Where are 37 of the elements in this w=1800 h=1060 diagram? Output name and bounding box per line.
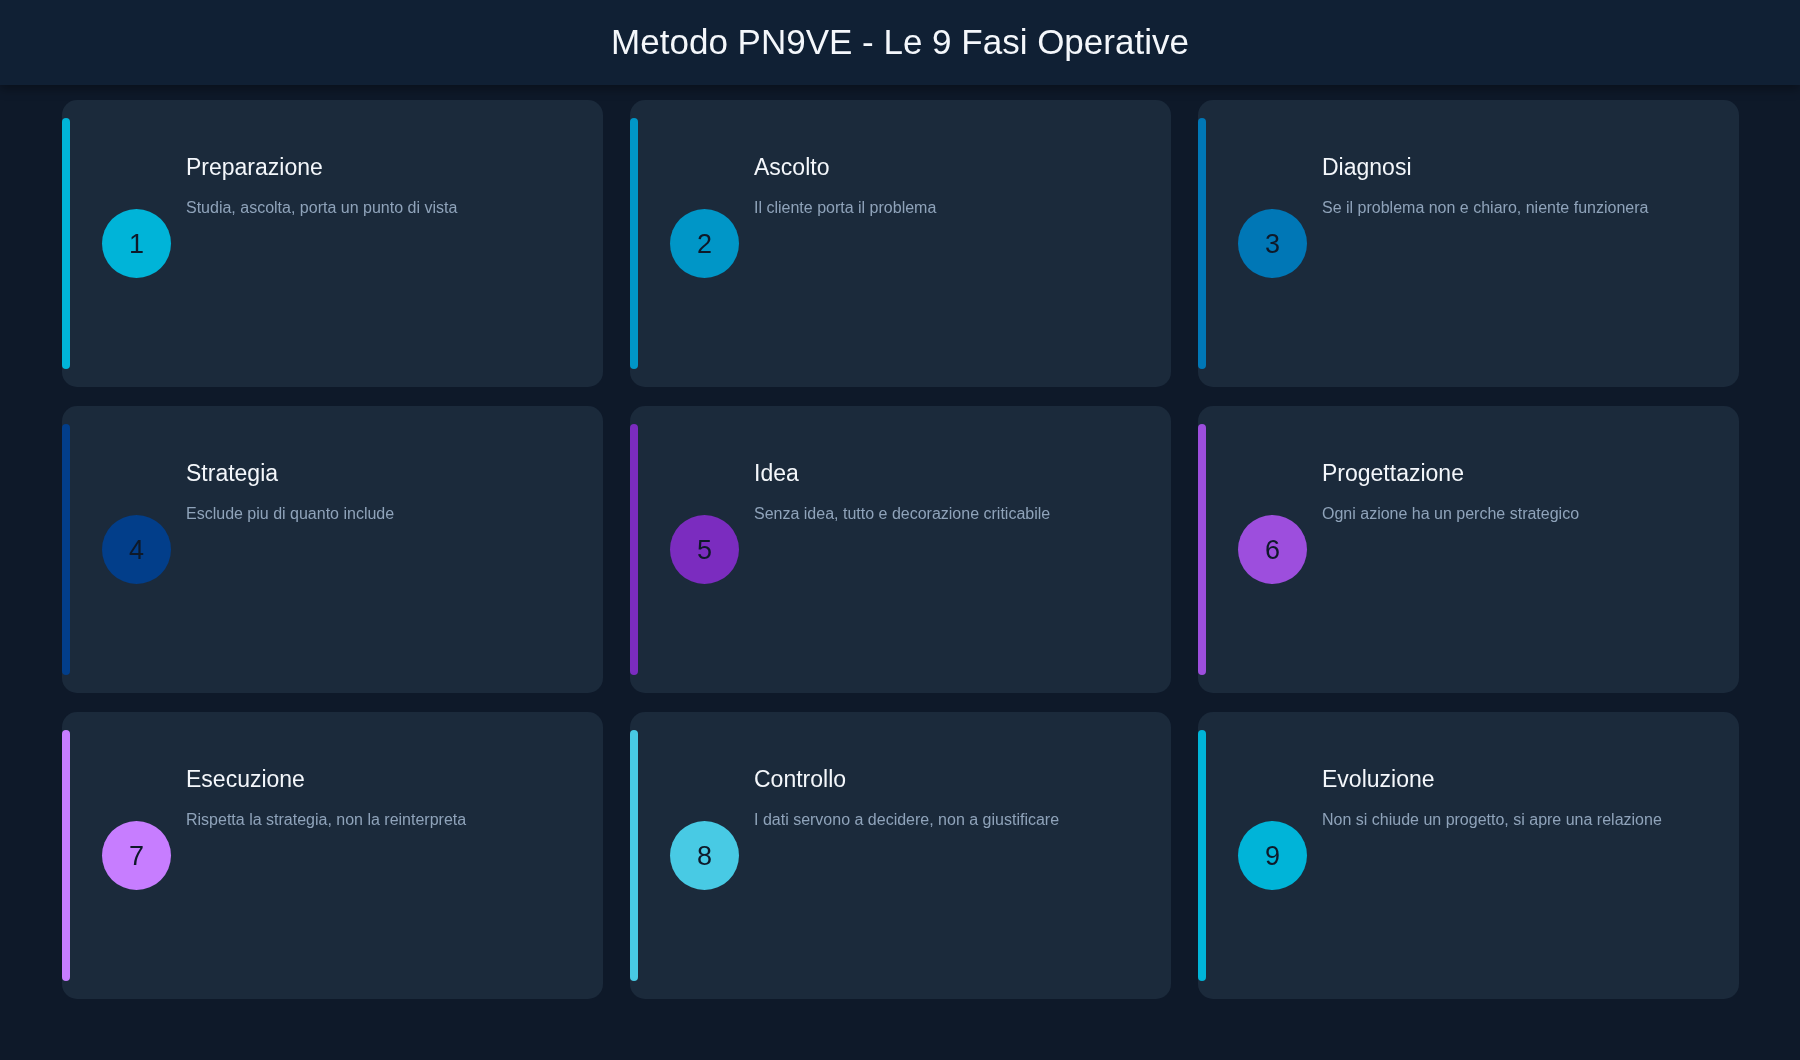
step-number: 4: [102, 515, 171, 584]
step-title: Preparazione: [186, 153, 323, 181]
step-card: [630, 406, 1171, 693]
step-title: Evoluzione: [1322, 765, 1435, 793]
step-number: 3: [1238, 209, 1307, 278]
step-description: Ogni azione ha un perche strategico: [1322, 504, 1580, 524]
step-description: Se il problema non e chiaro, niente funzionera: [1322, 198, 1649, 218]
step-title: Idea: [754, 459, 799, 487]
step-card: [62, 100, 603, 387]
step-title: Esecuzione: [186, 765, 305, 793]
step-description: Rispetta la strategia, non la reinterpreta: [186, 810, 467, 830]
step-number: 1: [102, 209, 171, 278]
step-description: Non si chiude un progetto, si apre una relazione: [1322, 810, 1662, 830]
step-number: 8: [670, 821, 739, 890]
diagram-title: Metodo PN9VE - Le 9 Fasi Operative: [611, 21, 1189, 63]
step-description: Il cliente porta il problema: [754, 198, 937, 218]
step-card: [62, 712, 603, 999]
step-title: Controllo: [754, 765, 847, 793]
step-card: [1198, 712, 1739, 999]
step-number: 5: [670, 515, 739, 584]
step-title: Ascolto: [754, 153, 830, 181]
step-title: Diagnosi: [1322, 153, 1412, 181]
step-card: [630, 100, 1171, 387]
step-card: [1198, 100, 1739, 387]
step-number: 2: [670, 209, 739, 278]
step-description: Esclude piu di quanto include: [186, 504, 395, 524]
step-title: Strategia: [186, 459, 279, 487]
step-card: [630, 712, 1171, 999]
step-number: 6: [1238, 515, 1307, 584]
step-description: I dati servono a decidere, non a giustificare: [754, 810, 1060, 830]
step-number: 9: [1238, 821, 1307, 890]
step-description: Senza idea, tutto e decorazione criticabile: [754, 504, 1051, 524]
step-card: [1198, 406, 1739, 693]
step-card: [62, 406, 603, 693]
step-title: Progettazione: [1322, 459, 1464, 487]
step-description: Studia, ascolta, porta un punto di vista: [186, 198, 458, 218]
step-number: 7: [102, 821, 171, 890]
